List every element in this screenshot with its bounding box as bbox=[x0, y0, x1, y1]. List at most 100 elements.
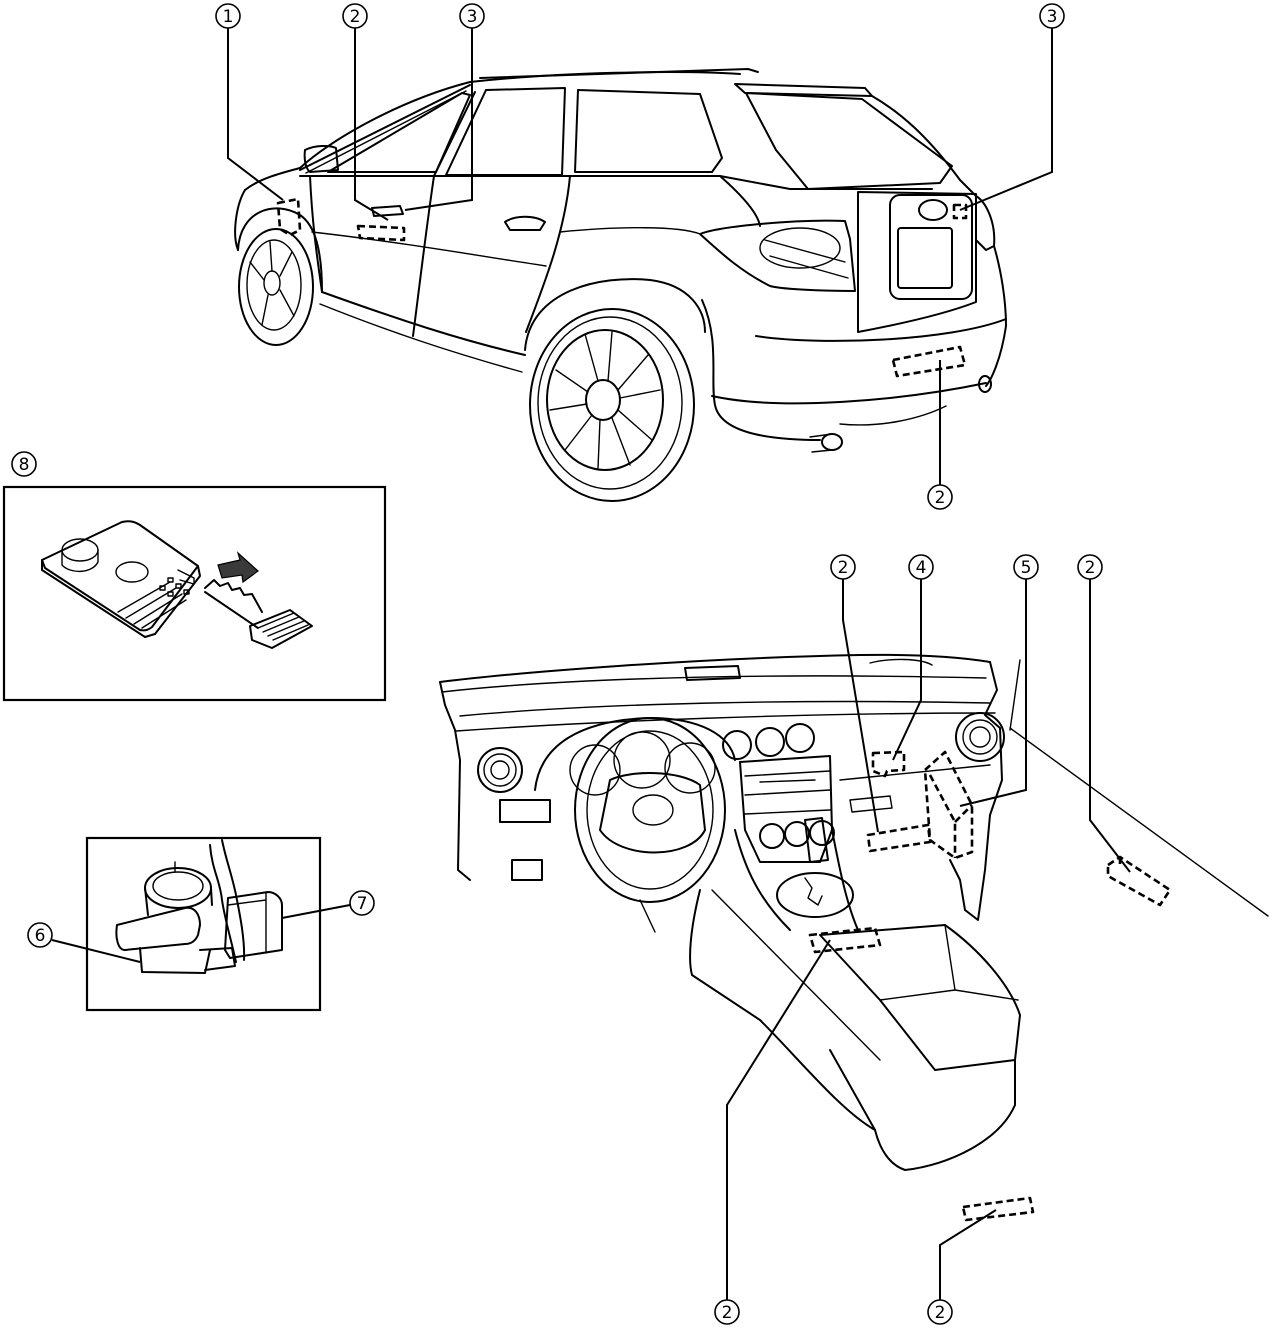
cluster-gauge-left bbox=[569, 744, 621, 796]
callout-label: 2 bbox=[935, 1303, 946, 1323]
console-left-side bbox=[734, 829, 791, 931]
leader-2-glovebox bbox=[842, 579, 879, 833]
ignition-cylinder-body bbox=[144, 887, 213, 916]
card-key-dots bbox=[159, 577, 190, 597]
rear-spokes bbox=[549, 331, 661, 469]
leader-2-door bbox=[354, 28, 389, 221]
cluster-gauge-center bbox=[613, 731, 671, 789]
roof-line bbox=[299, 71, 741, 169]
rear-quarter-shoulder bbox=[719, 175, 761, 227]
center-gauge-2 bbox=[755, 727, 785, 757]
callout-label: 2 bbox=[838, 558, 849, 578]
rear-tire-sidewall bbox=[537, 316, 683, 490]
component-location-markers bbox=[276, 197, 1172, 1222]
callout-5: 5 bbox=[1013, 554, 1039, 580]
callout-circle bbox=[349, 890, 375, 916]
front-tire bbox=[238, 228, 314, 346]
callout-2-console: 2 bbox=[714, 1299, 740, 1325]
marker-4 bbox=[871, 750, 906, 778]
ignition-connector bbox=[199, 947, 236, 971]
card-key-emblem bbox=[115, 561, 149, 583]
glove-box-lines bbox=[839, 764, 991, 813]
leader-5 bbox=[959, 579, 1027, 807]
lower-left-switch bbox=[511, 859, 543, 881]
callout-label: 6 bbox=[35, 926, 46, 946]
vehicle-exterior-illustration bbox=[234, 68, 1007, 502]
dash-top-cover bbox=[439, 653, 991, 683]
belt-line bbox=[299, 175, 933, 190]
right-vent-ring bbox=[962, 719, 998, 755]
roof-rail bbox=[479, 68, 759, 79]
callout-6: 6 bbox=[27, 922, 53, 948]
rear-wheel bbox=[529, 308, 695, 502]
rear-tire bbox=[529, 308, 695, 502]
callout-label: 3 bbox=[467, 7, 478, 27]
leader-2-floor bbox=[1089, 579, 1131, 873]
leader-1 bbox=[227, 28, 284, 201]
callout-3-door: 3 bbox=[459, 3, 485, 29]
callout-2-bumper: 2 bbox=[927, 484, 953, 510]
callout-label: 8 bbox=[19, 455, 30, 475]
ignition-inset-frame bbox=[85, 836, 322, 1012]
leader-3-door bbox=[404, 28, 473, 211]
left-exhaust-tip bbox=[821, 433, 843, 451]
right-vent-outer bbox=[955, 712, 1005, 762]
leader-3-liftgate bbox=[959, 28, 1053, 211]
callout-label: 2 bbox=[722, 1303, 733, 1323]
steering-wheel-rim bbox=[574, 717, 726, 903]
marker-front-door bbox=[356, 224, 406, 242]
lower-console bbox=[829, 1049, 1016, 1171]
right-tail-light bbox=[975, 195, 996, 251]
ignition-knob bbox=[115, 906, 201, 951]
front-door-handle bbox=[371, 205, 404, 217]
key-unit-module bbox=[224, 891, 283, 959]
marker-rear-bumper bbox=[891, 345, 967, 378]
ignition-switch-illustration bbox=[115, 839, 283, 974]
callout-circle bbox=[27, 922, 53, 948]
armrest-top-surface bbox=[879, 924, 1019, 1001]
rear-wheel-arch bbox=[524, 278, 706, 351]
callout-2-floor: 2 bbox=[1077, 554, 1103, 580]
rocker-panel-lower bbox=[319, 303, 523, 373]
climate-knob-left bbox=[759, 823, 785, 849]
steering-column bbox=[639, 899, 656, 933]
left-tail-light bbox=[699, 219, 856, 292]
marker-liftgate bbox=[952, 203, 968, 220]
dash-top-cover-lower bbox=[441, 675, 987, 693]
shift-boot bbox=[776, 872, 854, 918]
callout-7: 7 bbox=[349, 890, 375, 916]
callout-label: 1 bbox=[223, 7, 234, 27]
side-mirror bbox=[303, 144, 339, 173]
left-vent-center bbox=[490, 760, 510, 780]
key-unit-module-face bbox=[227, 892, 267, 954]
license-plate bbox=[897, 227, 953, 289]
cluster-gauge-right bbox=[664, 742, 716, 794]
dash-face-line bbox=[459, 700, 991, 717]
rear-rim bbox=[546, 329, 664, 471]
audio-unit-lines bbox=[744, 770, 831, 815]
hood-edge bbox=[234, 167, 301, 251]
climate-knob-center bbox=[784, 821, 810, 847]
rear-shoulder-line bbox=[559, 227, 701, 235]
steering-wheel-inner-rim bbox=[586, 730, 714, 890]
callout-label: 2 bbox=[1085, 558, 1096, 578]
front-spokes bbox=[249, 241, 295, 326]
right-kick-panel bbox=[949, 661, 1003, 921]
right-vent-center bbox=[969, 726, 991, 748]
callout-label: 2 bbox=[350, 7, 361, 27]
ignition-cylinder-top bbox=[144, 867, 212, 909]
auxiliary-key-grip bbox=[257, 612, 309, 641]
leader-lines bbox=[51, 28, 1131, 1300]
callout-circle bbox=[1039, 3, 1065, 29]
steering-wheel bbox=[574, 717, 726, 933]
console-right-side bbox=[831, 829, 859, 931]
defroster-vent bbox=[684, 665, 741, 681]
hatch-edge bbox=[871, 95, 977, 197]
rocker-panel bbox=[321, 291, 526, 356]
door-split-line bbox=[412, 91, 476, 337]
license-plate-recess bbox=[889, 194, 973, 300]
character-line bbox=[311, 231, 547, 267]
marker-cargo bbox=[961, 1196, 1035, 1222]
tail-light-lens-lines bbox=[764, 239, 849, 279]
tunnel-inner-line bbox=[711, 889, 881, 1061]
